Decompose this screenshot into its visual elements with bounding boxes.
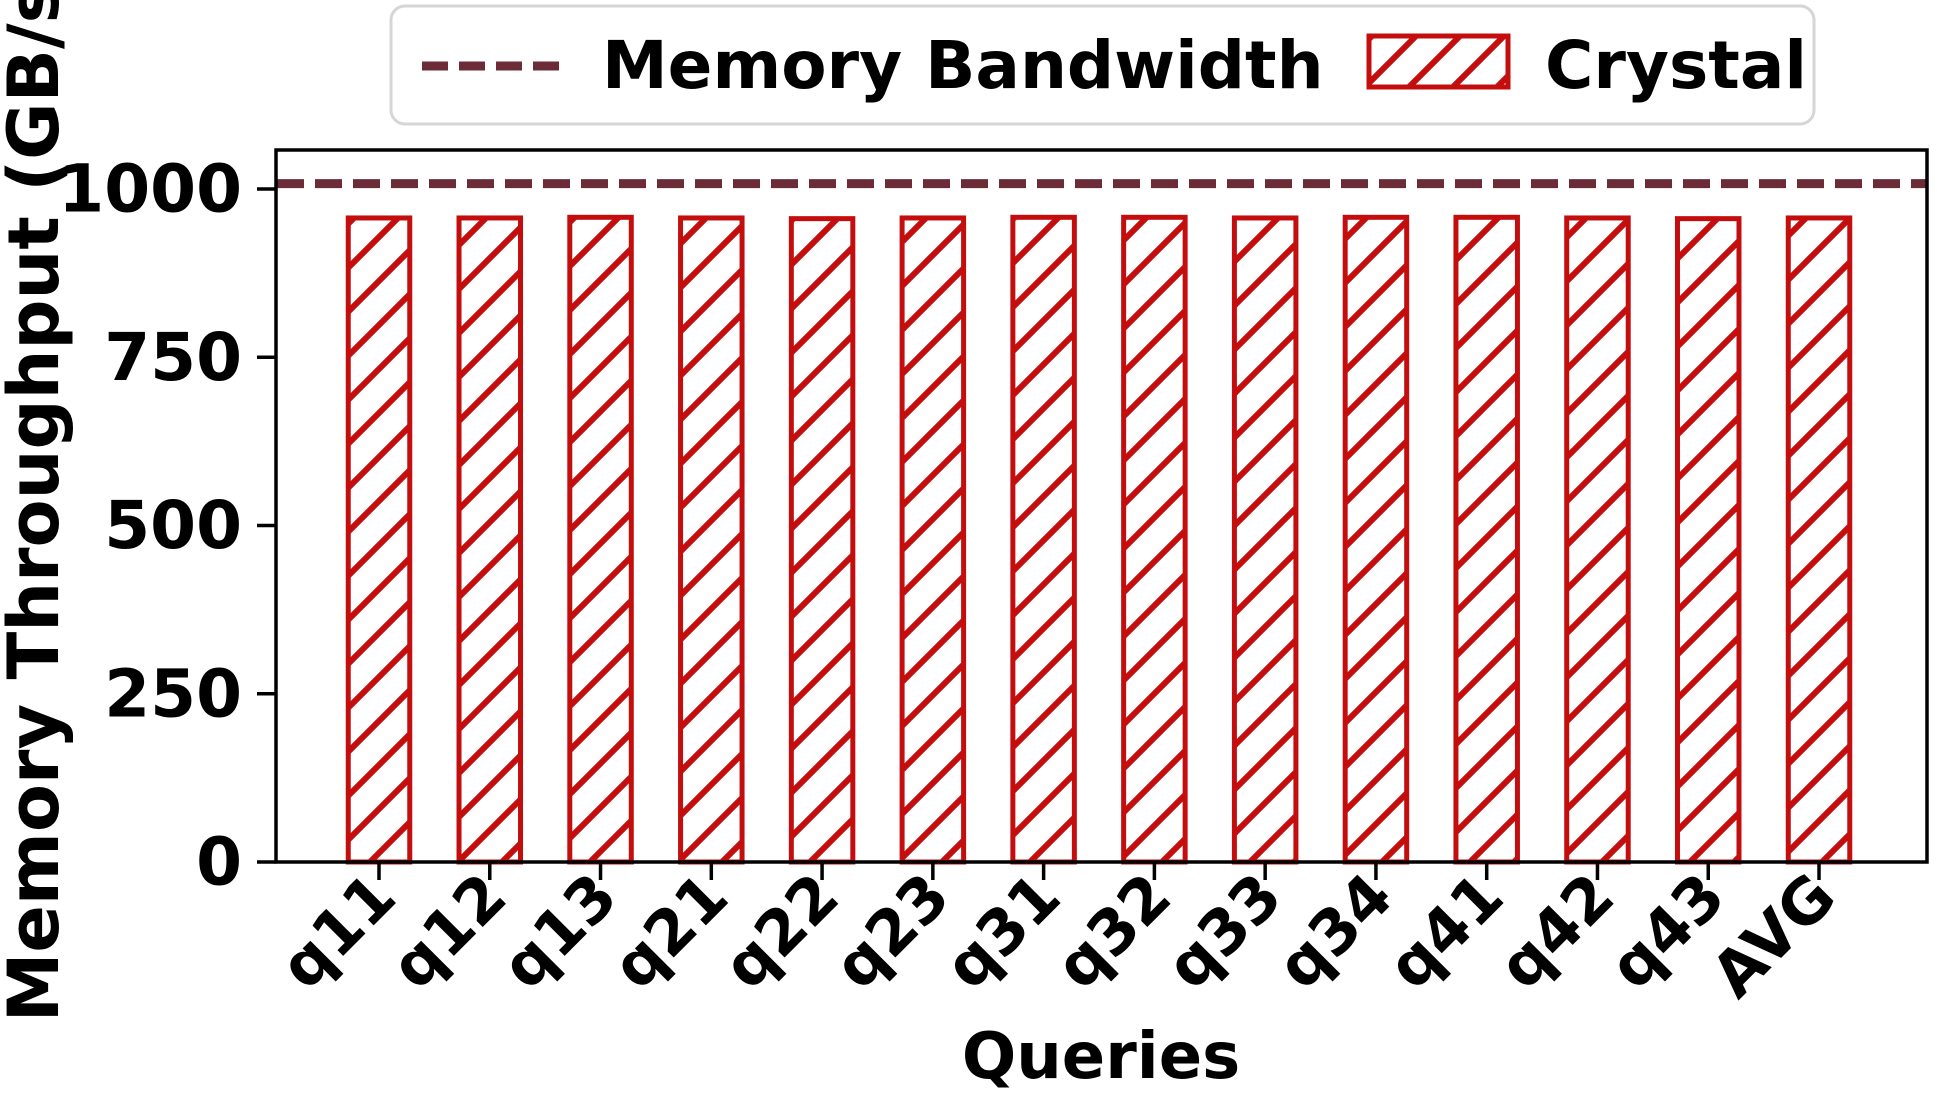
x-tick-label-q22: q22 (709, 859, 853, 1003)
x-tick-label-q31: q31 (930, 859, 1074, 1003)
bar-q43 (1674, 216, 1742, 865)
bar-q42 (1564, 215, 1631, 865)
bars-group (345, 214, 1853, 865)
bar-q11 (345, 215, 413, 865)
bar-AVG (1785, 215, 1853, 865)
x-tick-label-q13: q13 (487, 859, 631, 1003)
y-tick-label-0: 0 (196, 824, 242, 901)
x-tick-label-AVG: AVG (1697, 859, 1849, 1011)
y-tick-label-250: 250 (104, 655, 242, 732)
y-axis-label: Memory Throughput (GB/s) (0, 0, 75, 1022)
bar-q31 (1010, 214, 1077, 865)
x-tick-label-q23: q23 (819, 859, 963, 1003)
x-tick-label-q34: q34 (1263, 859, 1407, 1003)
x-tick-label-q21: q21 (598, 859, 742, 1003)
y-tick-label-500: 500 (104, 487, 242, 564)
x-tick-label-q32: q32 (1041, 859, 1185, 1003)
bar-q23 (899, 215, 967, 865)
x-tick-label-q42: q42 (1484, 859, 1628, 1003)
x-tick-label-q43: q43 (1595, 859, 1739, 1003)
bar-q32 (1121, 214, 1188, 865)
x-axis-ticks: q11q12q13q21q22q23q31q32q33q34q41q42q43A… (266, 859, 1850, 1011)
bar-q21 (678, 215, 745, 865)
bar-q41 (1453, 214, 1520, 865)
y-tick-label-1000: 1000 (58, 151, 242, 228)
bar-q22 (788, 216, 856, 865)
plot-border (274, 148, 1929, 864)
crystal-legend-swatch (1366, 33, 1511, 90)
bar-q12 (456, 215, 524, 865)
legend: Memory Bandwidth Crystal (389, 4, 1816, 126)
bar-q34 (1342, 214, 1410, 865)
y-axis-ticks: 0 250 500 750 1000 (58, 151, 276, 901)
legend-label-crystal: Crystal (1545, 27, 1807, 104)
y-tick-label-750: 750 (104, 319, 242, 396)
x-axis-label: Queries (962, 1020, 1240, 1094)
x-tick-label-q11: q11 (266, 859, 410, 1003)
bar-q33 (1231, 215, 1299, 865)
legend-label-memory-bandwidth: Memory Bandwidth (602, 27, 1324, 104)
x-tick-label-q33: q33 (1152, 859, 1296, 1003)
bar-q13 (567, 214, 634, 865)
x-tick-label-q12: q12 (376, 859, 520, 1003)
x-tick-label-q41: q41 (1373, 859, 1517, 1003)
